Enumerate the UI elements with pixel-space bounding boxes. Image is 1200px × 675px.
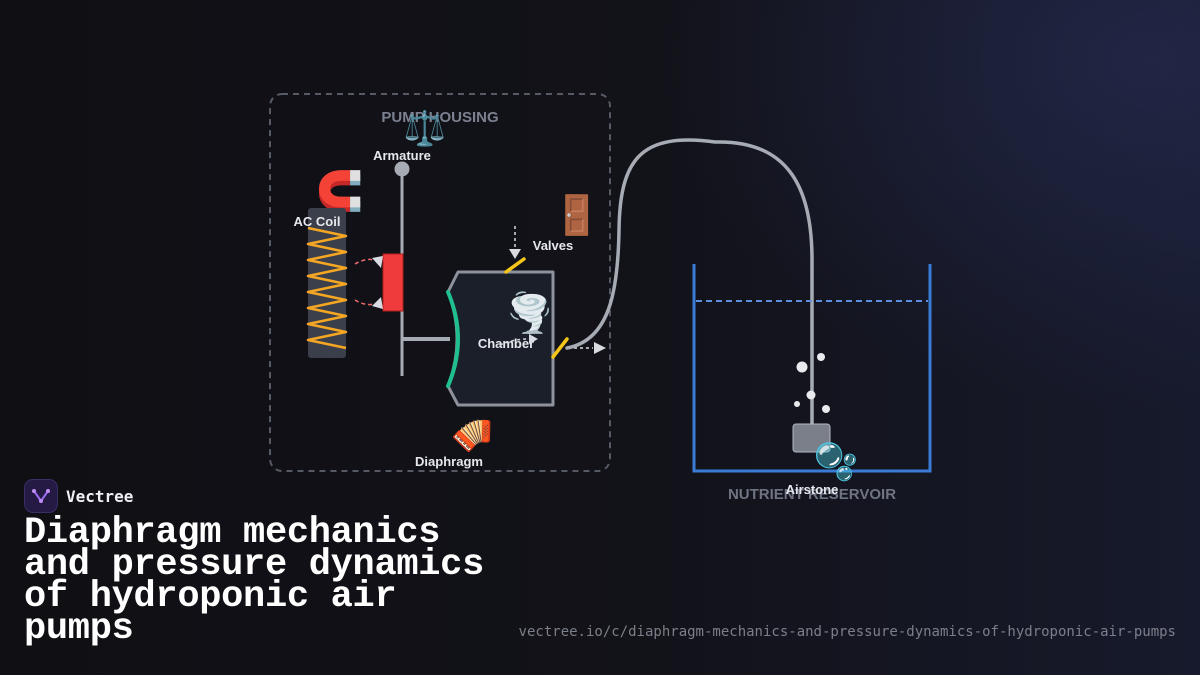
- magnetic-force-arrowhead-bottom: [372, 297, 383, 309]
- air-bubble: [806, 390, 816, 400]
- intake-arrowhead: [509, 249, 521, 259]
- valves-label: Valves: [533, 238, 574, 253]
- pump-housing-box: [269, 93, 611, 472]
- air-bubble: [794, 401, 800, 407]
- armature-magnet: [382, 253, 404, 312]
- brand[interactable]: Vectree: [24, 479, 133, 513]
- airstone-block: [792, 423, 831, 453]
- vectree-logo-icon: [24, 479, 58, 513]
- outflow-arrowhead: [594, 342, 606, 354]
- balance-scale-icon: ⚖️: [404, 109, 446, 148]
- page-url[interactable]: vectree.io/c/diaphragm-mechanics-and-pre…: [518, 624, 1176, 640]
- door-icon: 🚪: [553, 193, 600, 237]
- air-bubble: [796, 361, 808, 373]
- ac-coil-label: AC Coil: [294, 214, 341, 229]
- page-title: Diaphragm mechanics and pressure dynamic…: [24, 512, 484, 650]
- magnetic-force-arrowhead-top: [372, 256, 383, 268]
- chamber-label: Chamber: [478, 336, 534, 351]
- air-bubble: [817, 353, 825, 361]
- air-tube: [565, 138, 814, 426]
- bubbles-icon: 🫧: [814, 441, 859, 482]
- reservoir-tank: [692, 264, 932, 473]
- pump-housing-label: PUMP HOUSING: [381, 109, 498, 126]
- magnet-icon: 🧲: [316, 169, 363, 213]
- inlet-valve: [504, 257, 526, 274]
- accordion-icon: 🪗: [451, 416, 493, 454]
- chamber-flow-arrowhead: [529, 334, 538, 344]
- ac-coil-winding: [306, 226, 348, 350]
- outlet-valve: [551, 337, 569, 359]
- diaphragm-label: Diaphragm: [415, 454, 483, 469]
- armature-label: Armature: [373, 148, 431, 163]
- airstone-label: Airstone: [786, 482, 839, 497]
- air-bubble: [822, 405, 830, 413]
- diaphragm-membrane: [446, 290, 460, 388]
- brand-name: Vectree: [66, 486, 134, 506]
- tornado-icon: 🌪️: [506, 290, 553, 336]
- reservoir-label: NUTRIENT RESERVOIR: [728, 486, 896, 503]
